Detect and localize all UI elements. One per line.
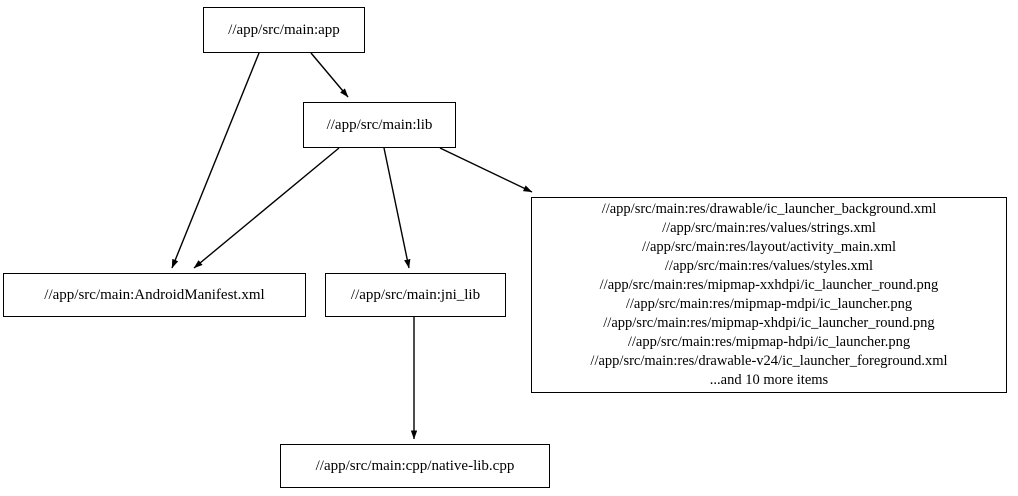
graph-node-lib[interactable]: //app/src/main:lib	[303, 102, 456, 148]
graph-node-app[interactable]: //app/src/main:app	[203, 7, 365, 53]
edge-app-to-manifest	[171, 52, 260, 269]
graph-node-native-lib-cpp[interactable]: //app/src/main:cpp/native-lib.cpp	[280, 444, 550, 488]
graph-node-res-files[interactable]: //app/src/main:res/drawable/ic_launcher_…	[531, 197, 1007, 393]
edge-app-to-lib	[310, 52, 349, 98]
graph-node-android-manifest-label: //app/src/main:AndroidManifest.xml	[44, 287, 265, 303]
graph-node-native-lib-cpp-label: //app/src/main:cpp/native-lib.cpp	[315, 458, 515, 474]
graph-node-jni-lib-label: //app/src/main:jni_lib	[350, 287, 481, 303]
graph-node-lib-label: //app/src/main:lib	[326, 117, 433, 133]
graph-node-res-files-label: //app/src/main:res/drawable/ic_launcher_…	[590, 200, 948, 389]
edge-lib-to-manifest	[193, 147, 340, 269]
edge-lib-to-res	[439, 147, 533, 193]
graph-node-android-manifest[interactable]: //app/src/main:AndroidManifest.xml	[3, 273, 306, 317]
graph-node-app-label: //app/src/main:app	[228, 22, 340, 38]
edge-lib-to-jni-lib	[383, 147, 411, 269]
graph-node-jni-lib[interactable]: //app/src/main:jni_lib	[325, 273, 506, 317]
